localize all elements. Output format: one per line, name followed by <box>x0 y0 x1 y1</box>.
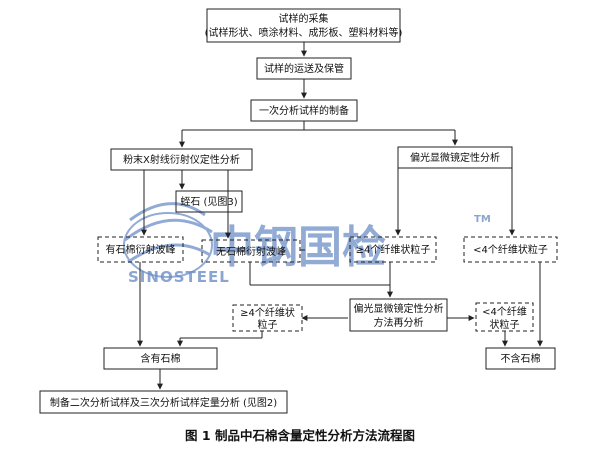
node-contains-asbestos: 含有石棉 <box>103 347 218 370</box>
node-vermiculite-text: 蛭石 (见图3) <box>180 195 237 208</box>
figure-caption: 图 1 制品中石棉含量定性分析方法流程图 <box>185 428 415 443</box>
node-has-peak: 有石棉衍射波峰 <box>97 236 184 263</box>
node-plm-reanalysis-line-2: 方法再分析 <box>374 316 424 329</box>
node-plm: 偏光显微镜定性分析 <box>397 146 513 169</box>
node-has-peak-text: 有石棉衍射波峰 <box>106 243 176 256</box>
sinosteel-globe-icon <box>123 202 213 278</box>
node-lt4-b-line-1: <4个纤维 <box>482 305 527 318</box>
watermark-english: SINOSTEEL <box>128 268 230 286</box>
node-no-asbestos-text: 不含石棉 <box>501 352 541 365</box>
node-sample-collection-line-1: 试样的采集 <box>279 12 329 25</box>
node-lt4-a: <4个纤维状粒子 <box>463 236 558 263</box>
node-plm-text: 偏光显微镜定性分析 <box>410 151 500 164</box>
node-no-peak: 无石棉衍射波峰 <box>201 239 301 263</box>
node-lt4-b-line-2: 状粒子 <box>490 318 520 331</box>
sinosteel-watermark: 中钢国检 SINOSTEEL TM <box>123 202 491 286</box>
node-ge4-b-line-1: ≥4个纤维状 <box>240 306 295 319</box>
node-plm-reanalysis: 偏光显微镜定性分析 方法再分析 <box>349 298 448 332</box>
node-primary-prep: 一次分析试样的制备 <box>250 99 358 122</box>
node-ge4-b-line-2: 粒子 <box>258 318 278 331</box>
node-xrd: 粉末X射线衍射仪定性分析 <box>110 148 253 171</box>
node-contains-asbestos-text: 含有石棉 <box>141 352 181 365</box>
node-ge4-a-text: ≥4个纤维状粒子 <box>356 243 431 256</box>
watermark-tm: TM <box>474 214 491 225</box>
node-no-peak-text: 无石棉衍射波峰 <box>216 245 286 258</box>
node-transport-storage-text: 试样的运送及保管 <box>264 62 344 75</box>
node-lt4-a-text: <4个纤维状粒子 <box>473 243 548 256</box>
node-secondary: 制备二次分析试样及三次分析试样定量分析 (见图2) <box>39 390 288 414</box>
node-sample-collection-line-2: (试样形状、喷涂材料、成形板、塑料材料等) <box>205 26 403 39</box>
node-ge4-b: ≥4个纤维状 粒子 <box>232 304 303 332</box>
node-plm-reanalysis-line-1: 偏光显微镜定性分析 <box>354 302 444 315</box>
node-sample-collection: 试样的采集 (试样形状、喷涂材料、成形板、塑料材料等) <box>205 8 403 43</box>
connectors <box>137 42 543 390</box>
node-no-asbestos: 不含石棉 <box>485 347 556 370</box>
node-lt4-b: <4个纤维 状粒子 <box>475 302 534 332</box>
node-vermiculite: 蛭石 (见图3) <box>175 190 243 213</box>
node-ge4-a: ≥4个纤维状粒子 <box>349 236 437 263</box>
watermark-chinese: 中钢国检 <box>210 222 386 273</box>
node-transport-storage: 试样的运送及保管 <box>256 57 352 80</box>
node-secondary-text: 制备二次分析试样及三次分析试样定量分析 (见图2) <box>50 396 277 409</box>
node-xrd-text: 粉末X射线衍射仪定性分析 <box>123 153 240 166</box>
node-primary-prep-text: 一次分析试样的制备 <box>259 104 349 117</box>
